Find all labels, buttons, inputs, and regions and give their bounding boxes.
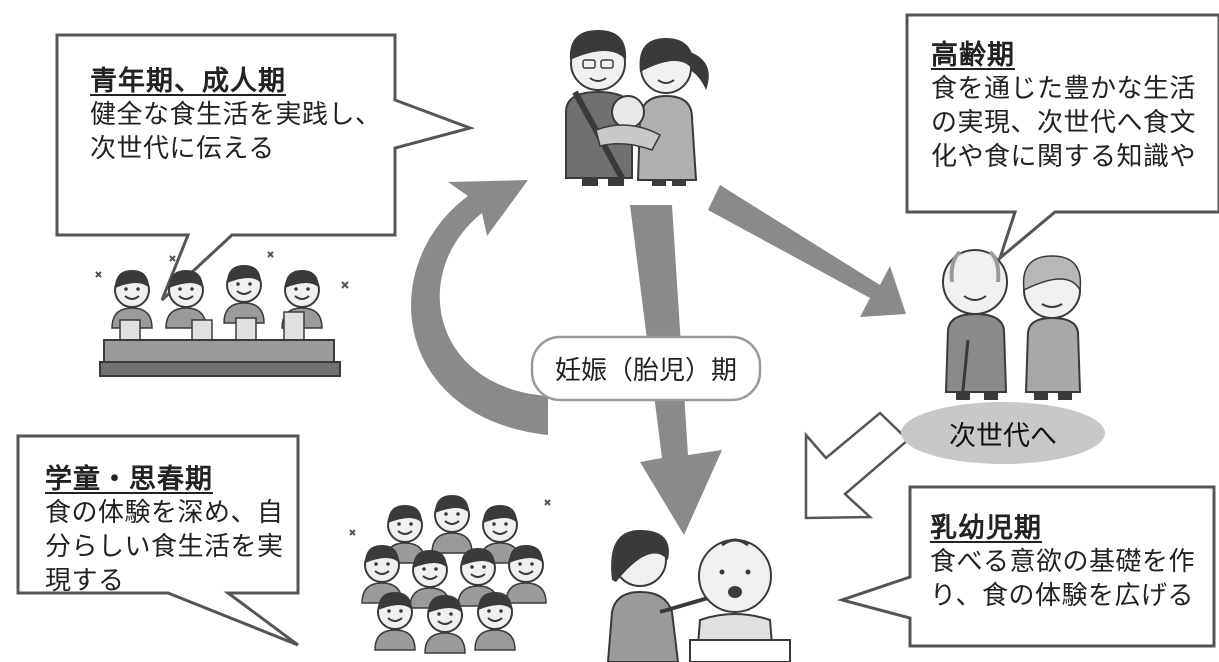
bubble-youth-adult	[55, 33, 475, 302]
arrow-children-to-parents	[411, 180, 548, 435]
bubble-elderly	[905, 13, 1219, 263]
elderly-line-3: 化や食に関する知識や	[931, 141, 1197, 172]
parents-with-baby-illustration	[565, 30, 709, 186]
school-line-3: 現する	[45, 565, 125, 596]
children-group-illustration	[349, 494, 551, 654]
school-line-2: 分らしい食生活を実	[45, 531, 284, 562]
arrow-next-generation	[804, 411, 910, 520]
infant-text: 乳幼児期 食べる意欲の基礎を作 り、食の体験を広げる	[930, 511, 1212, 614]
elderly-line-1: 食を通じた豊かな生活	[931, 74, 1197, 105]
youth-adult-line-2: 次世代に伝える	[90, 133, 275, 164]
elderly-couple-illustration	[942, 249, 1082, 401]
youth-adult-line-1: 健全な食生活を実践し、	[90, 100, 382, 131]
pregnancy-label-box	[530, 335, 762, 402]
infant-title: 乳幼児期	[930, 513, 1042, 544]
arrow-parents-to-elderly	[708, 185, 906, 317]
youth-adult-text: 青年期、成人期 健全な食生活を実践し、 次世代に伝える	[90, 64, 390, 167]
school-title: 学童・思春期	[45, 464, 213, 495]
youth-adult-title: 青年期、成人期	[90, 66, 286, 97]
bubble-school	[16, 434, 300, 647]
elderly-text: 高齢期 食を通じた豊かな生活 の実現、次世代へ食文 化や食に関する知識や	[931, 38, 1217, 174]
school-text: 学童・思春期 食の体験を深め、自 分らしい食生活を実 現する	[45, 462, 297, 598]
elderly-line-2: の実現、次世代へ食文	[931, 107, 1197, 138]
infant-line-2: り、食の体験を広げる	[930, 580, 1194, 611]
next-generation-label: 次世代へ	[949, 420, 1057, 452]
infant-line-1: 食べる意欲の基礎を作	[930, 547, 1196, 578]
school-line-1: 食の体験を深め、自	[45, 498, 284, 529]
next-generation-ellipse	[901, 402, 1105, 464]
pregnancy-label: 妊娠（胎児）期	[554, 356, 737, 386]
friends-toasting-illustration	[95, 251, 349, 377]
mother-feeding-baby-illustration	[606, 530, 791, 662]
bubble-infant	[836, 485, 1216, 648]
elderly-title: 高齢期	[931, 40, 1015, 71]
